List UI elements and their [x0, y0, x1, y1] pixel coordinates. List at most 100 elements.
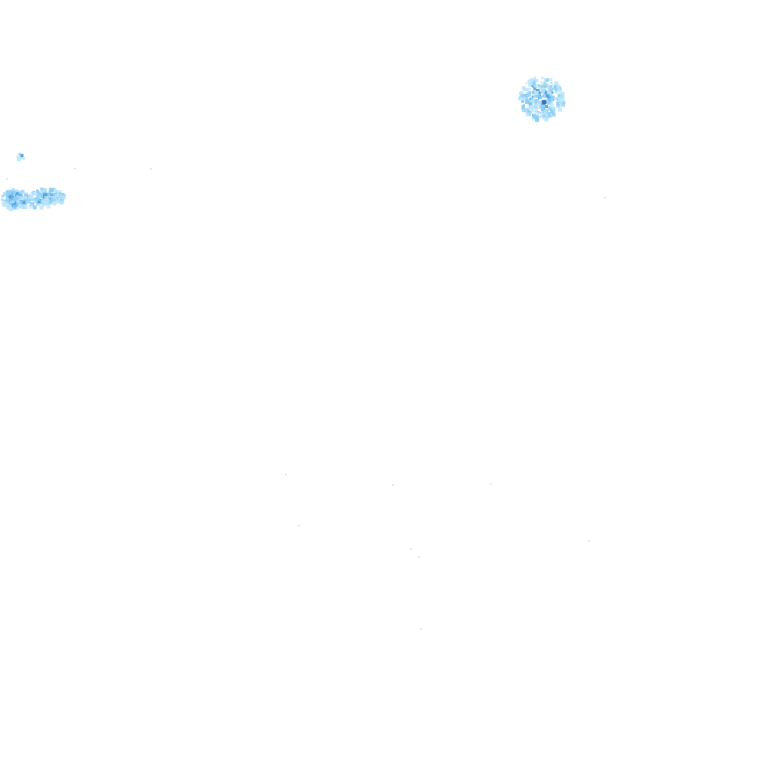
cell-b-echo-pixel: [3, 202, 8, 207]
cell-a-echo-pixel: [554, 81, 559, 86]
cell-a-echo-pixel: [549, 103, 554, 108]
cell-a-echo-pixel: [545, 83, 549, 87]
cell-a-echo-pixel: [549, 97, 553, 101]
speckle-pixel: [604, 197, 606, 199]
cell-a-echo-pixel: [521, 108, 526, 112]
cell-a-echo-pixel: [537, 84, 540, 87]
cell-a-echo-pixel: [551, 112, 556, 117]
cell-a-echo-pixel: [561, 102, 566, 107]
cell-b-echo-pixel: [41, 194, 46, 199]
cell-a-echo-pixel: [557, 94, 561, 98]
cell-b-echo-pixel: [3, 199, 6, 202]
cell-a-echo-pixel: [533, 76, 537, 80]
cell-a-echo-pixel: [525, 82, 528, 85]
cell-a-echo-pixel: [534, 101, 538, 105]
cell-a-echo-pixel: [532, 90, 537, 95]
cell-a-echo-pixel: [541, 107, 544, 111]
cell-a-echo-pixel: [535, 84, 539, 88]
cell-a-echo-pixel: [546, 85, 551, 89]
cell-a-echo-pixel: [528, 105, 533, 110]
cell-b-echo-pixel: [44, 196, 49, 201]
cell-b-echo-pixel: [19, 194, 23, 198]
cell-b-echo-pixel: [22, 199, 25, 202]
cell-b-echo-pixel: [55, 201, 58, 204]
cell-b-echo-pixel: [9, 199, 12, 202]
cell-a-echo-pixel: [526, 110, 530, 114]
cell-a-echo-pixel: [560, 95, 565, 100]
cell-b-echo-pixel: [12, 204, 16, 208]
cell-a-echo-pixel: [536, 101, 541, 106]
cell-a-echo-pixel: [555, 97, 558, 100]
cell-a-echo-pixel: [554, 90, 558, 94]
cell-a-echo-pixel: [556, 84, 559, 88]
cell-b-echo-pixel: [11, 207, 14, 211]
cell-b-echo-pixel: [5, 199, 8, 202]
cell-b-echo-pixel: [12, 189, 15, 191]
cell-a-echo-pixel: [535, 113, 540, 118]
cell-b-echo-pixel: [0, 198, 3, 201]
cell-b-echo-pixel: [23, 157, 26, 160]
speckle-pixel: [298, 525, 300, 527]
cell-a-echo-pixel: [547, 100, 552, 105]
cell-a-echo-pixel: [529, 107, 533, 111]
speckle-pixel: [410, 548, 412, 550]
cell-b-echo-pixel: [14, 201, 17, 204]
cell-a-echo-pixel: [527, 83, 532, 88]
cell-a-echo-pixel: [529, 97, 532, 100]
cell-b-echo-pixel: [18, 199, 22, 203]
cell-b-echo-pixel: [18, 152, 22, 156]
cell-b-echo-pixel: [53, 188, 56, 191]
speckle-pixel: [418, 556, 420, 558]
speckle-pixel: [150, 168, 152, 170]
cell-a-echo-pixel: [540, 81, 543, 84]
cell-b-echo-pixel: [41, 188, 46, 193]
cell-b-echo-pixel: [30, 191, 33, 194]
cell-a-echo-pixel: [561, 98, 564, 101]
cell-b-echo-pixel: [8, 204, 11, 206]
cell-a-echo-pixel: [528, 80, 533, 85]
cell-b-echo-pixel: [29, 204, 33, 207]
cell-b-echo-pixel: [8, 195, 12, 199]
cell-a-echo-pixel: [545, 85, 548, 88]
cell-a-echo-pixel: [530, 104, 535, 109]
cell-a-echo-pixel: [534, 105, 539, 110]
cell-b-echo-pixel: [17, 191, 21, 194]
cell-b-echo-pixel: [54, 192, 57, 195]
cell-a-echo-pixel: [526, 88, 530, 92]
cell-b-echo-pixel: [52, 198, 56, 202]
cell-b-echo-pixel: [41, 199, 46, 204]
cell-a-echo-pixel: [544, 79, 547, 82]
cell-a-echo-pixel: [540, 89, 545, 94]
cell-b-echo-pixel: [61, 195, 66, 200]
cell-b-echo-pixel: [16, 194, 19, 198]
cell-a-echo-pixel: [535, 117, 540, 122]
cell-b-echo-pixel: [37, 194, 41, 198]
cell-b-echo-pixel: [45, 201, 50, 206]
scattered-radar-speckles: [6, 168, 606, 630]
cell-a-echo-pixel: [543, 103, 547, 107]
cell-a-echo-pixel: [552, 99, 555, 101]
cell-b-echo-pixel: [48, 193, 53, 198]
cell-a-echo-pixel: [530, 78, 535, 83]
cell-b-echo-pixel: [40, 187, 44, 191]
cell-a-echo-pixel: [547, 97, 551, 102]
cell-a-echo-pixel: [529, 88, 532, 90]
cell-a-echo-pixel: [531, 95, 534, 98]
cell-b-echo-pixel: [3, 192, 7, 197]
cell-b-echo-pixel: [39, 205, 44, 210]
cell-b-echo-pixel: [54, 189, 57, 192]
cell-b-echo-pixel: [33, 191, 37, 196]
cell-b-echo-pixel: [51, 202, 55, 205]
cell-b-echo-pixel: [46, 192, 50, 196]
cell-b-echo-pixel: [1, 194, 5, 198]
speckle-pixel: [490, 483, 492, 485]
cell-b-echo-pixel: [20, 153, 24, 157]
cell-b-echo-pixel: [6, 194, 9, 197]
cell-a-echo-pixel: [540, 85, 543, 89]
cell-a-echo-pixel: [542, 84, 546, 88]
cell-a-echo-pixel: [523, 86, 526, 89]
cell-b-echo-pixel: [13, 191, 17, 195]
cell-a-echo-pixel: [544, 117, 549, 122]
cell-b-echo-pixel: [56, 196, 60, 200]
